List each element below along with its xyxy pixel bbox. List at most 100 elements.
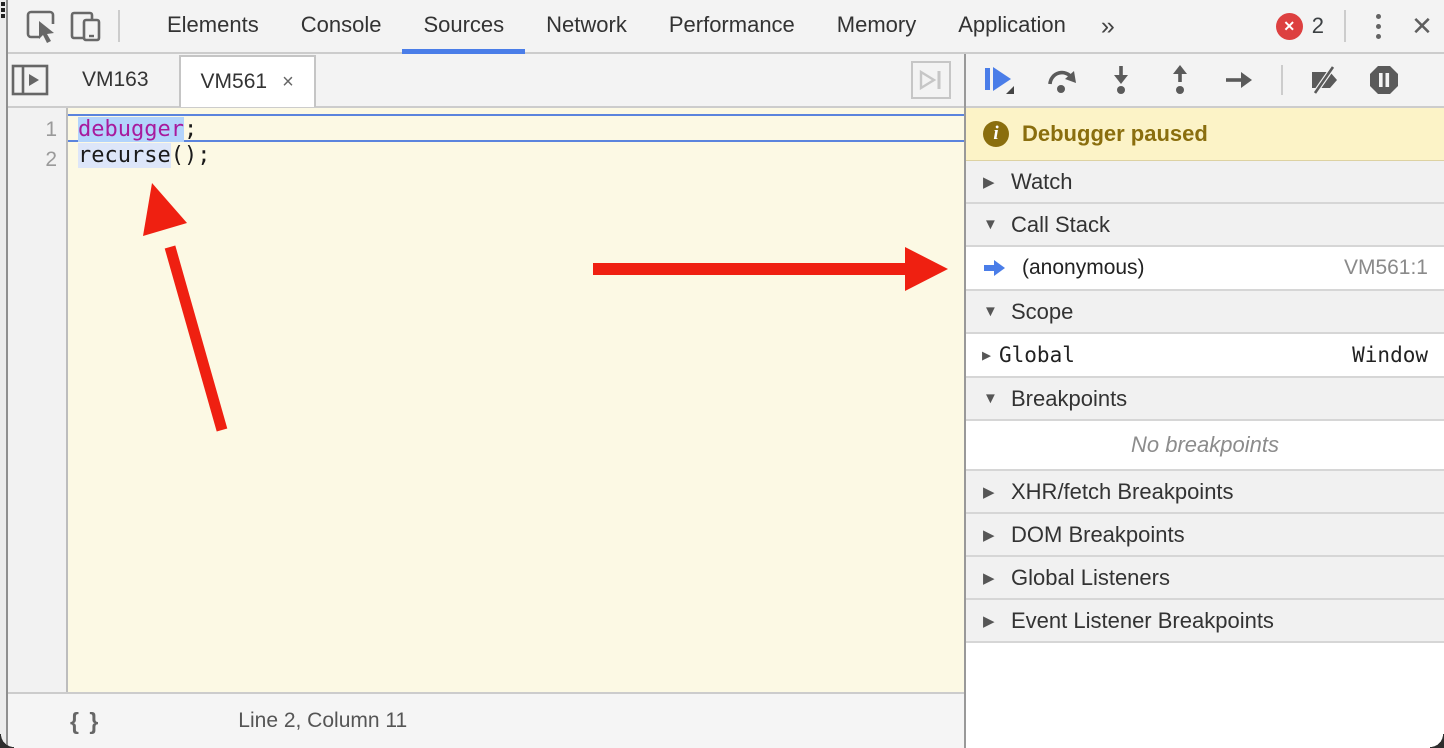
code-area[interactable]: debugger; recurse(); <box>68 108 964 692</box>
paused-banner-text: Debugger paused <box>1022 121 1208 146</box>
pause-on-exceptions-icon <box>1370 66 1398 94</box>
scope-value: Window <box>1352 343 1428 367</box>
window-edge-artifact <box>1 14 5 18</box>
toolbar-divider <box>1344 10 1346 42</box>
line-number-gutter: 1 2 <box>8 108 68 692</box>
scope-global-row[interactable]: ▶ Global Window <box>966 334 1444 378</box>
keyword-token: debugger <box>78 117 184 142</box>
step-over-button[interactable] <box>1045 62 1079 98</box>
code-line[interactable]: recurse(); <box>68 142 964 170</box>
step-over-icon <box>1048 70 1076 93</box>
navigator-panel-icon <box>11 64 49 96</box>
disclosure-expanded-icon: ▼ <box>983 303 998 320</box>
tab-elements[interactable]: Elements <box>167 12 259 37</box>
three-dot-menu-icon <box>1375 13 1381 39</box>
close-devtools-button[interactable]: ✕ <box>1400 4 1444 48</box>
disclosure-expanded-icon: ▼ <box>983 216 998 233</box>
run-snippet-disabled-button <box>911 61 951 99</box>
disclosure-collapsed-icon: ▶ <box>983 173 995 191</box>
editor-status-bar: { } Line 2, Column 11 <box>8 692 964 748</box>
play-bar-icon <box>919 69 941 91</box>
section-scope[interactable]: ▼ Scope <box>966 291 1444 334</box>
frame-location[interactable]: VM561:1 <box>1343 256 1428 279</box>
section-title: Call Stack <box>1011 211 1111 237</box>
window-edge <box>0 0 8 748</box>
info-icon: i <box>983 121 1009 147</box>
section-breakpoints[interactable]: ▼ Breakpoints <box>966 378 1444 421</box>
section-title: Event Listener Breakpoints <box>1011 607 1274 633</box>
editor-tab-bar: VM163 VM561 × <box>8 54 964 108</box>
caret-position: Line 2, Column 11 <box>238 709 408 732</box>
devtools-window: Elements Console Sources Network Perform… <box>8 0 1444 748</box>
line-number[interactable]: 1 <box>45 118 57 141</box>
line-number[interactable]: 2 <box>45 148 57 171</box>
section-watch[interactable]: ▶ Watch <box>966 161 1444 204</box>
debugger-toolbar <box>966 54 1444 108</box>
device-toolbar-button[interactable] <box>64 4 108 48</box>
frame-name: (anonymous) <box>1022 256 1145 279</box>
step-out-button[interactable] <box>1163 62 1197 98</box>
tab-sources[interactable]: Sources <box>402 0 525 54</box>
more-panels-chevron-icon[interactable]: » <box>1100 12 1115 40</box>
deactivate-breakpoints-button[interactable] <box>1308 62 1342 98</box>
section-xhr-breakpoints[interactable]: ▶ XHR/fetch Breakpoints <box>966 471 1444 514</box>
close-icon: ✕ <box>1411 10 1433 41</box>
call-stack-frame[interactable]: (anonymous) VM561:1 <box>966 247 1444 291</box>
scope-name: Global <box>999 343 1075 367</box>
disclosure-collapsed-icon: ▶ <box>983 526 995 544</box>
code-token: (); <box>170 143 211 168</box>
pretty-print-button[interactable]: { } <box>70 707 101 734</box>
error-count-badge[interactable]: ✕ 2 <box>1275 12 1324 40</box>
debugger-sidebar: i Debugger paused ▶ Watch ▼ Call Stack (… <box>966 54 1444 748</box>
error-icon: ✕ <box>1275 12 1303 40</box>
tab-vm163[interactable]: VM163 <box>82 68 149 91</box>
step-into-button[interactable] <box>1104 62 1138 98</box>
tab-memory[interactable]: Memory <box>836 12 917 37</box>
section-global-listeners[interactable]: ▶ Global Listeners <box>966 557 1444 600</box>
execution-line[interactable]: debugger; <box>68 114 964 142</box>
device-toolbar-icon <box>70 11 101 42</box>
highlighted-token: recurse <box>78 143 171 168</box>
close-tab-icon[interactable]: × <box>282 70 294 93</box>
tab-vm561-label: VM561 <box>200 70 268 93</box>
error-count: 2 <box>1311 13 1324 38</box>
tab-application[interactable]: Application <box>958 12 1066 37</box>
resume-script-button[interactable] <box>980 62 1020 98</box>
disclosure-collapsed-icon: ▶ <box>983 483 995 501</box>
debugger-paused-banner: i Debugger paused <box>966 108 1444 161</box>
inspect-cursor-icon <box>26 10 56 43</box>
navigator-toggle-button[interactable] <box>8 58 52 102</box>
section-title: Scope <box>1011 298 1074 324</box>
disclosure-expanded-icon: ▼ <box>983 390 998 407</box>
window-edge-artifact <box>1 8 5 12</box>
main-toolbar: Elements Console Sources Network Perform… <box>8 0 1444 54</box>
customize-menu-button[interactable] <box>1356 4 1400 48</box>
empty-text: No breakpoints <box>1131 432 1279 457</box>
devtools-content: VM163 VM561 × 1 2 debugg <box>8 54 1444 748</box>
code-editor[interactable]: 1 2 debugger; recurse(); <box>8 108 964 692</box>
tab-console[interactable]: Console <box>300 12 382 37</box>
tab-network[interactable]: Network <box>546 12 627 37</box>
sources-pane: VM163 VM561 × 1 2 debugg <box>8 54 966 748</box>
disclosure-collapsed-icon: ▶ <box>982 346 992 364</box>
section-call-stack[interactable]: ▼ Call Stack <box>966 204 1444 247</box>
section-dom-breakpoints[interactable]: ▶ DOM Breakpoints <box>966 514 1444 557</box>
panel-tabs: Elements Console Sources Network Perform… <box>146 0 1087 54</box>
toolbar-divider <box>1281 65 1283 95</box>
section-title: Global Listeners <box>1011 564 1170 590</box>
tab-performance[interactable]: Performance <box>668 12 795 37</box>
code-token: ; <box>183 117 198 142</box>
inspect-element-button[interactable] <box>20 4 64 48</box>
section-title: DOM Breakpoints <box>1011 521 1185 547</box>
pause-on-exceptions-button[interactable] <box>1367 62 1401 98</box>
no-breakpoints-message: No breakpoints <box>966 421 1444 471</box>
step-out-icon <box>1173 65 1187 94</box>
disclosure-collapsed-icon: ▶ <box>983 612 995 630</box>
step-button[interactable] <box>1222 62 1256 98</box>
tab-vm561[interactable]: VM561 × <box>178 55 316 107</box>
deactivate-breakpoints-icon <box>1312 65 1337 95</box>
section-title: Breakpoints <box>1011 385 1128 411</box>
current-frame-arrow-icon <box>984 260 1005 276</box>
section-title: XHR/fetch Breakpoints <box>1011 478 1234 504</box>
section-event-listener-breakpoints[interactable]: ▶ Event Listener Breakpoints <box>966 600 1444 643</box>
